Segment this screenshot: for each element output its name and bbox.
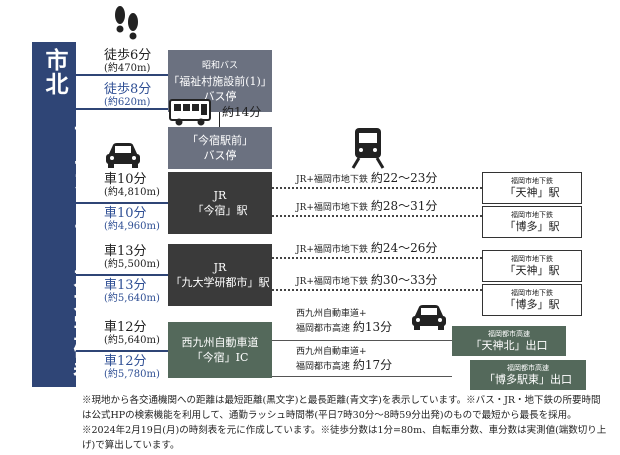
bus-stop-imajuku-ekimae: 「今宿駅前」 バス停	[168, 127, 272, 169]
route-imajuku-hakata: JR+福岡市地下鉄 約28〜31分	[296, 199, 438, 213]
dest-hakataekihigashi-exit: 福岡都市高速「博多駅東」出口	[470, 360, 586, 390]
connector	[76, 350, 168, 352]
car-distance-short: 車10分(約4,810m)	[104, 172, 160, 198]
connector	[76, 74, 168, 76]
bus-line	[219, 112, 220, 128]
walk-distance-short: 徒歩6分(約470m)	[104, 48, 152, 74]
dest-hakata-station: 福岡市地下鉄「博多」駅	[482, 284, 582, 316]
route-line	[272, 257, 482, 259]
route-imajuku-tenjin: JR+福岡市地下鉄 約22〜23分	[296, 171, 438, 185]
route-line	[272, 215, 482, 217]
dest-tenjin-station: 福岡市地下鉄「天神」駅	[482, 250, 582, 282]
route-ic-tenjinkita: 西九州自動車道+福岡都市高速 約13分	[296, 309, 393, 334]
bus-icon	[169, 99, 211, 126]
property-name: ブロッサムガーデン九大学研都市北	[41, 48, 96, 384]
train-icon	[351, 128, 385, 169]
route-line	[272, 340, 452, 341]
route-kyudai-hakata: JR+福岡市地下鉄 約30〜33分	[296, 273, 438, 287]
car-icon	[106, 143, 140, 168]
connector	[76, 274, 168, 276]
connector	[76, 202, 168, 204]
bus-time: 約14分	[222, 105, 262, 119]
footprints-icon	[115, 6, 138, 40]
car-icon	[412, 305, 446, 330]
route-line	[272, 187, 482, 189]
ic-imajuku: 西九州自動車道 「今宿」IC	[168, 322, 272, 378]
car-distance-short: 車12分(約5,640m)	[104, 320, 160, 346]
route-kyudai-tenjin: JR+福岡市地下鉄 約24〜26分	[296, 241, 438, 255]
start-bar	[32, 42, 76, 387]
dest-tenjin-station: 福岡市地下鉄「天神」駅	[482, 172, 582, 204]
route-line	[272, 376, 452, 377]
station-jr-kyudai: JR 「九大学研都市」駅	[168, 244, 272, 306]
connector	[76, 108, 168, 110]
route-ic-hakataekihigashi: 西九州自動車道+福岡都市高速 約17分	[296, 347, 393, 372]
footnote: ※現地から各交通機関への距離は最短距離(黒文字)と最長距離(青文字)を表示してい…	[82, 395, 607, 451]
car-distance-long: 車13分(約5,640m)	[104, 278, 160, 304]
route-line	[272, 289, 482, 291]
car-distance-long: 車10分(約4,960m)	[104, 206, 160, 232]
car-distance-long: 車12分(約5,780m)	[104, 354, 160, 380]
dest-tenjinkita-exit: 福岡都市高速「天神北」出口	[452, 326, 566, 356]
dest-hakata-station: 福岡市地下鉄「博多」駅	[482, 206, 582, 238]
car-distance-short: 車13分(約5,500m)	[104, 244, 160, 270]
walk-distance-long: 徒歩8分(約620m)	[104, 82, 152, 108]
station-jr-imajuku: JR 「今宿」駅	[168, 172, 272, 234]
